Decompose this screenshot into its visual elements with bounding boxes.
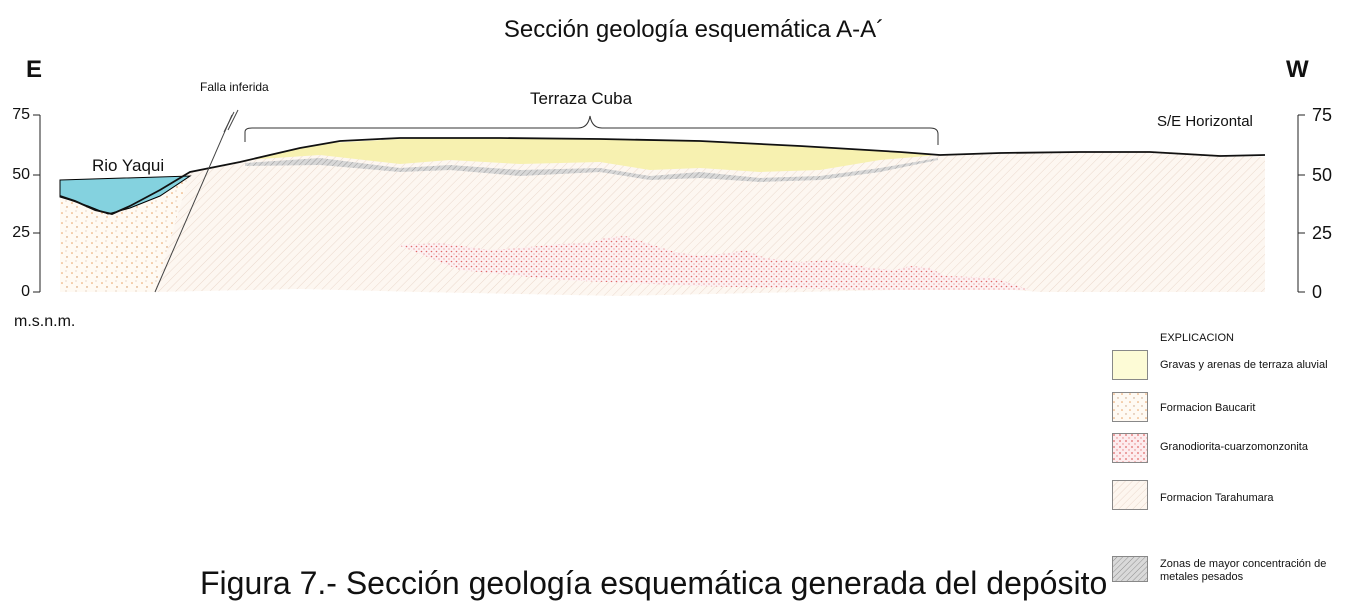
legend-item-baucarit: Formacion Baucarit bbox=[1112, 392, 1362, 432]
diagram-title: Sección geología esquemática A-A´ bbox=[503, 16, 885, 43]
legend-heading: EXPLICACION bbox=[1160, 332, 1234, 344]
gravel-swatch-icon bbox=[1112, 350, 1148, 380]
legend-item-terraza: Gravas y arenas de terraza aluvial bbox=[1112, 350, 1362, 390]
terraza-aluvial-area bbox=[245, 138, 938, 172]
terrace-label: Terraza Cuba bbox=[530, 89, 633, 108]
figure-caption: Figura 7.- Sección geología esquemática … bbox=[200, 565, 1108, 601]
fault-line bbox=[154, 114, 233, 293]
tarahumara-swatch-icon bbox=[1112, 480, 1148, 510]
left-tick-label: 25 bbox=[12, 224, 30, 241]
direction-west-label: W bbox=[1286, 56, 1309, 83]
ground-surface-line bbox=[59, 137, 1266, 215]
legend-label: Granodiorita-cuarzomonzonita bbox=[1160, 441, 1308, 453]
right-tick-label: 75 bbox=[1312, 105, 1333, 125]
right-tick-label: 50 bbox=[1312, 165, 1333, 185]
legend-label: Zonas de mayor concentración de metales … bbox=[1160, 558, 1327, 583]
direction-east-label: E bbox=[26, 56, 43, 83]
legend-label: Formacion Tarahumara bbox=[1160, 492, 1274, 504]
legend-item-granodiorita: Granodiorita-cuarzomonzonita bbox=[1112, 433, 1362, 473]
zona-metales-area bbox=[245, 158, 938, 182]
legend-label: Formacion Baucarit bbox=[1160, 402, 1256, 414]
left-scale-axis bbox=[33, 114, 41, 293]
right-scale-axis bbox=[1297, 114, 1305, 293]
left-tick-label: 50 bbox=[12, 166, 30, 183]
left-tick-label: 75 bbox=[12, 106, 30, 123]
fault-label: Falla inferida bbox=[200, 80, 269, 94]
river-label: Rio Yaqui bbox=[92, 156, 165, 175]
scale-label: S/E Horizontal bbox=[1157, 113, 1253, 130]
datum-label: m.s.n.m. bbox=[14, 313, 76, 330]
legend-item-tarahumara: Formacion Tarahumara bbox=[1112, 480, 1362, 520]
left-tick-label: 0 bbox=[21, 283, 30, 300]
right-tick-label: 25 bbox=[1312, 223, 1333, 243]
fault-arrows-icon bbox=[223, 109, 239, 133]
granodiorita-area bbox=[398, 236, 1030, 290]
legend-item-metales: Zonas de mayor concentración de metales … bbox=[1112, 556, 1362, 596]
legend-label: Gravas y arenas de terraza aluvial bbox=[1160, 359, 1328, 371]
heavy-metals-swatch-icon bbox=[1112, 556, 1148, 582]
terrace-bracket bbox=[244, 115, 939, 145]
granodiorite-swatch-icon bbox=[1112, 433, 1148, 463]
right-tick-label: 0 bbox=[1312, 282, 1323, 302]
baucarit-swatch-icon bbox=[1112, 392, 1148, 422]
